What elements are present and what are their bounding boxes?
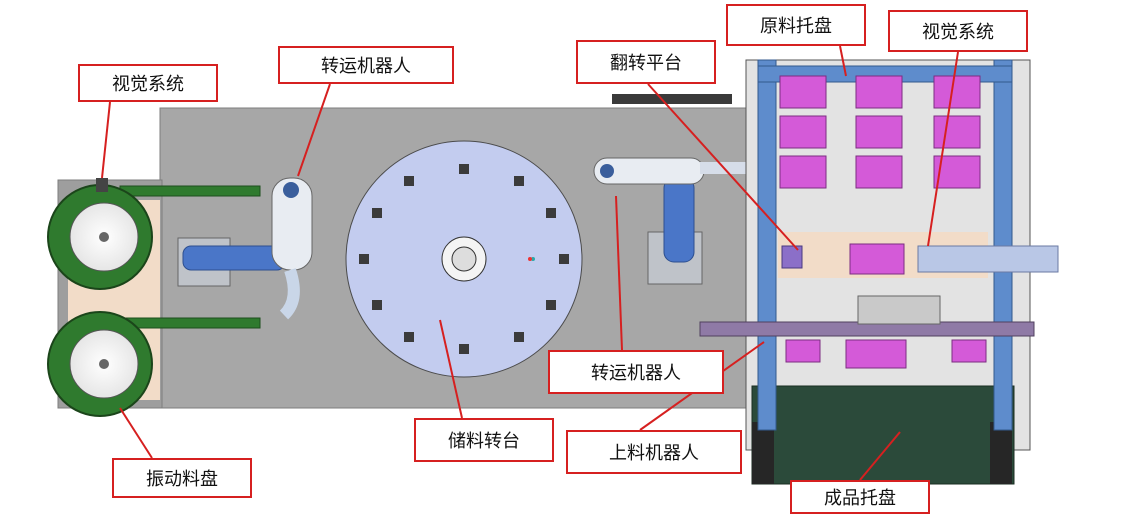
- label-raw-material-tray: 原料托盘: [726, 4, 866, 46]
- finished-trays: [785, 339, 987, 369]
- label-vibration-feeder: 振动料盘: [112, 458, 252, 498]
- transfer-robot-right: [593, 157, 752, 285]
- loading-gantry: [857, 295, 941, 325]
- label-finished-tray: 成品托盘: [790, 480, 930, 514]
- feeder-rail-top: [119, 185, 261, 197]
- label-vision-system-right: 视觉系统: [888, 10, 1028, 52]
- label-transfer-robot-top: 转运机器人: [278, 46, 454, 84]
- vibration-feeder-top: [47, 184, 153, 290]
- transfer-robot-left: [177, 177, 313, 320]
- flip-platform-device: [781, 245, 803, 269]
- station-tray: [849, 243, 905, 275]
- label-storage-turntable: 储料转台: [414, 418, 554, 462]
- top-bracket: [612, 94, 732, 104]
- vision-camera-left: [96, 178, 108, 192]
- leader-lines: [101, 45, 959, 481]
- label-loading-robot: 上料机器人: [566, 430, 742, 474]
- raw-material-trays: [779, 75, 981, 189]
- label-vision-system-left: 视觉系统: [78, 64, 218, 102]
- label-transfer-robot-bottom: 转运机器人: [548, 350, 724, 394]
- label-flip-platform: 翻转平台: [576, 40, 716, 84]
- vibration-feeder-bottom: [47, 311, 153, 417]
- vision-system-right-device: [917, 245, 1059, 273]
- feeder-rail-bottom: [119, 317, 261, 329]
- storage-turntable: [345, 140, 583, 378]
